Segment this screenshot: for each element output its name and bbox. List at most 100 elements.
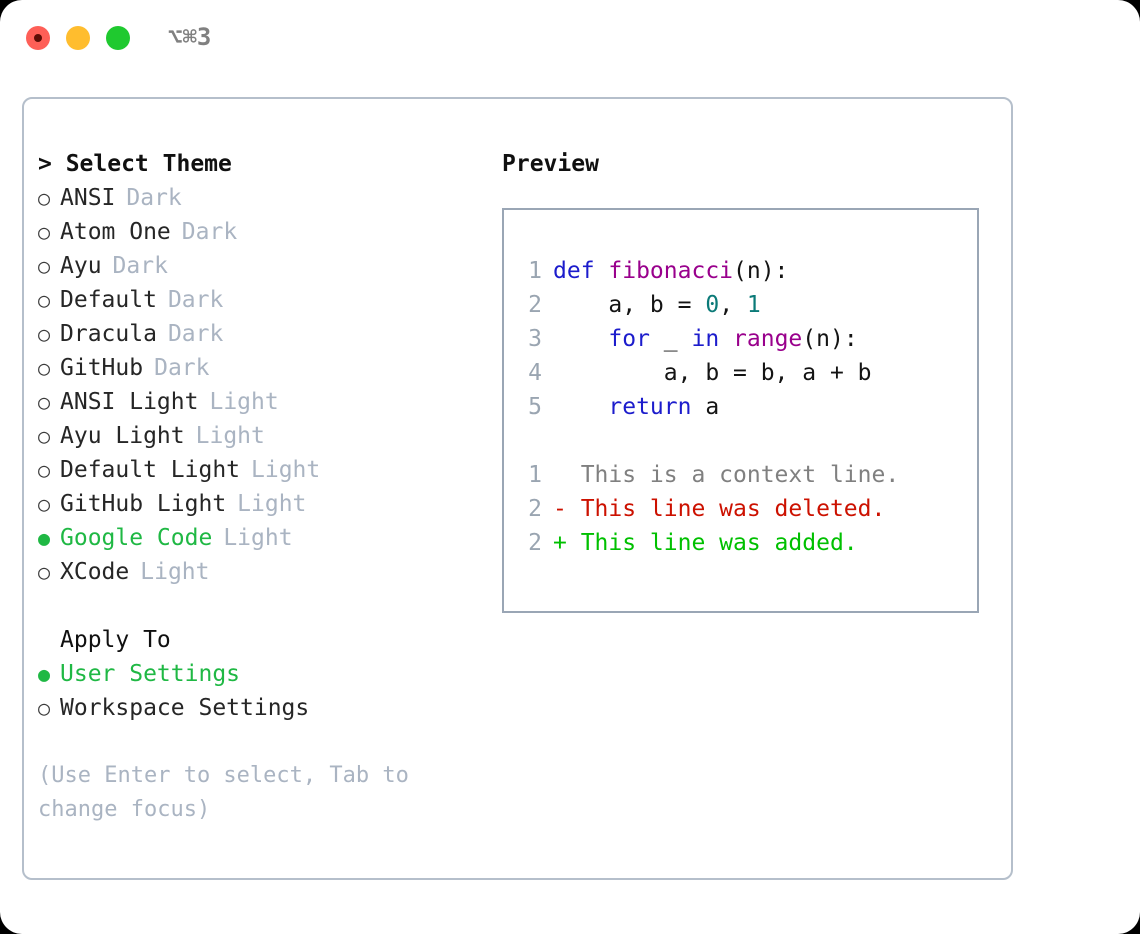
radio-unselected-icon[interactable]: ○ [38, 458, 51, 482]
preview-heading: Preview [502, 151, 599, 177]
apply-to-item[interactable]: ○ Workspace Settings [38, 691, 468, 725]
keyboard-shortcut-label: ⌥⌘3 [168, 23, 212, 51]
maximize-button-icon[interactable] [106, 26, 130, 50]
minimize-button-icon[interactable] [66, 26, 90, 50]
radio-unselected-icon[interactable]: ○ [38, 492, 51, 516]
code-line: 4 a, b = b, a + b [518, 356, 977, 390]
code-token-plain: (n): [802, 326, 858, 352]
theme-category-tag: Light [140, 559, 210, 585]
theme-list-item[interactable]: ○ Atom One Dark [38, 215, 468, 249]
radio-unselected-icon[interactable]: ○ [38, 186, 51, 210]
line-number: 5 [528, 394, 542, 420]
line-number: 1 [528, 258, 542, 284]
theme-category-tag: Light [209, 389, 279, 415]
radio-unselected-icon[interactable]: ○ [38, 220, 51, 244]
code-token-plain: _ [649, 326, 692, 352]
radio-unselected-icon[interactable]: ○ [38, 424, 51, 448]
theme-name-label: GitHub Light [60, 491, 227, 517]
theme-category-tag: Dark [167, 287, 224, 313]
line-number: 2 [528, 530, 542, 556]
code-line: 3 for _ in range(n): [518, 322, 977, 356]
code-token-plain [553, 326, 608, 352]
diff-line-text-del: - This line was deleted. [553, 496, 886, 522]
code-token-fn: fibonacci [608, 258, 734, 284]
close-button-icon[interactable] [26, 26, 50, 50]
apply-to-label: Workspace Settings [60, 695, 310, 721]
theme-list-item[interactable]: ○ GitHub Light Light [38, 487, 468, 521]
theme-category-tag: Light [223, 525, 293, 551]
code-line-text: a, b = 0, 1 [553, 288, 761, 322]
radio-unselected-icon[interactable]: ○ [38, 390, 51, 414]
theme-category-tag: Dark [154, 355, 210, 381]
theme-category-tag: Dark [167, 321, 224, 347]
code-token-kw: def [553, 258, 609, 284]
diff-line: 1 This is a context line. [518, 458, 977, 492]
select-theme-heading: > Select Theme [38, 151, 232, 177]
code-line: 2 a, b = 0, 1 [518, 288, 977, 322]
radio-unselected-icon[interactable]: ○ [38, 696, 51, 720]
theme-category-tag: Dark [112, 253, 168, 279]
radio-unselected-icon[interactable]: ○ [38, 560, 51, 584]
theme-name-label: Google Code [60, 525, 213, 551]
diff-line: 2 + This line was added. [518, 526, 977, 560]
code-token-plain: a, b = [553, 292, 706, 318]
code-token-num: 1 [746, 292, 761, 318]
code-line: 5 return a [518, 390, 977, 424]
apply-to-heading: Apply To [60, 627, 171, 653]
theme-name-label: Ayu [60, 253, 102, 279]
keyboard-hint-text: (Use Enter to select, Tab to change focu… [38, 763, 409, 822]
theme-name-label: ANSI Light [60, 389, 199, 415]
radio-selected-icon[interactable]: ● [38, 526, 51, 550]
theme-name-label: Dracula [60, 321, 157, 347]
code-line-text: for _ in range(n): [553, 322, 858, 356]
theme-list-item[interactable]: ○ Ayu Dark [38, 249, 468, 283]
diff-line-text-add: + This line was added. [553, 530, 858, 556]
code-diff-spacer [518, 424, 977, 458]
radio-selected-icon[interactable]: ● [38, 662, 51, 686]
theme-category-tag: Dark [181, 219, 238, 245]
code-token-plain [553, 394, 608, 420]
theme-list-item[interactable]: ○ XCode Light [38, 555, 468, 589]
theme-list-item[interactable]: ● Google Code Light [38, 521, 468, 555]
theme-list-item[interactable]: ○ ANSI Light Light [38, 385, 468, 419]
code-token-kw: return [608, 394, 692, 420]
code-line-text: def fibonacci(n): [553, 254, 788, 288]
theme-list-item[interactable]: ○ GitHub Dark [38, 351, 468, 385]
code-token-fn: range [733, 326, 803, 352]
line-number: 2 [528, 496, 542, 522]
theme-name-label: GitHub [60, 355, 144, 381]
radio-unselected-icon[interactable]: ○ [38, 356, 51, 380]
theme-category-tag: Light [237, 491, 307, 517]
code-token-plain [719, 326, 733, 352]
traffic-lights [26, 26, 130, 50]
apply-to-list: ● User Settings ○ Workspace Settings [38, 657, 468, 725]
code-line-text: a, b = b, a + b [553, 356, 872, 390]
radio-unselected-icon[interactable]: ○ [38, 288, 51, 312]
radio-unselected-icon[interactable]: ○ [38, 254, 51, 278]
apply-to-label: User Settings [60, 661, 241, 687]
code-token-kw: for [608, 326, 650, 352]
theme-name-label: XCode [60, 559, 130, 585]
code-line: 1 def fibonacci(n): [518, 254, 977, 288]
diff-line: 2 - This line was deleted. [518, 492, 977, 526]
code-token-plain: a, b = b, a + b [553, 360, 872, 386]
radio-unselected-icon[interactable]: ○ [38, 322, 51, 346]
theme-list-item[interactable]: ○ Dracula Dark [38, 317, 468, 351]
apply-to-item[interactable]: ● User Settings [38, 657, 468, 691]
line-number: 1 [528, 462, 542, 488]
line-number: 2 [528, 292, 542, 318]
theme-name-label: Atom One [60, 219, 171, 245]
theme-name-label: Default Light [60, 457, 241, 483]
theme-category-tag: Light [195, 423, 265, 449]
code-token-plain: , [719, 292, 747, 318]
title-bar: ⌥⌘3 [0, 0, 1140, 76]
line-number: 4 [528, 360, 542, 386]
code-token-plain: a [691, 394, 720, 420]
